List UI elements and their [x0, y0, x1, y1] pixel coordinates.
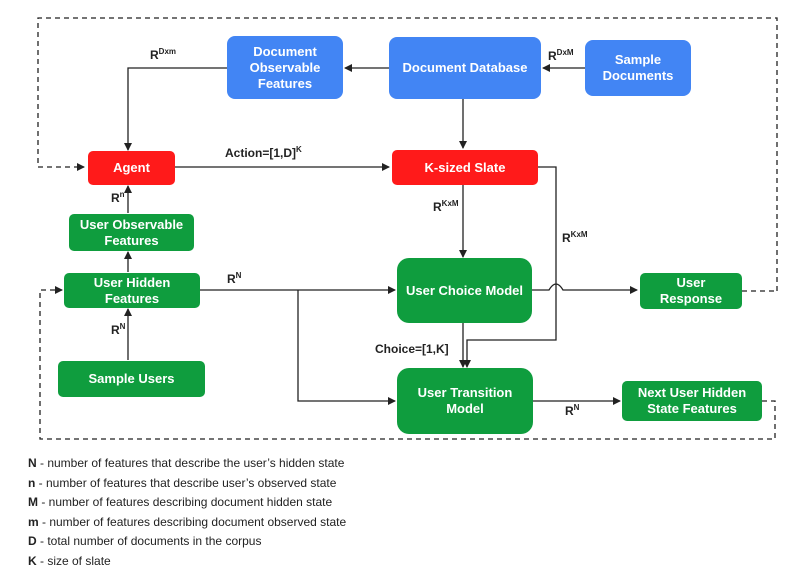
label-r-dxm-lower: RDxm: [150, 47, 177, 63]
user-choice-model-box: User Choice Model: [397, 258, 532, 323]
legend-item: M - number of features describing docume…: [28, 495, 333, 509]
legend-item: n - number of features that describe use…: [28, 475, 337, 490]
label-r-dxm-upper: RDxM: [548, 48, 574, 64]
legend-item: m - number of features describing docume…: [28, 514, 347, 529]
k-sized-slate-box: K-sized Slate: [392, 150, 538, 185]
agent-box: Agent: [88, 151, 175, 185]
user-observable-features-box: User Observable Features: [69, 214, 194, 251]
arrow-observable-to-agent: [124, 67, 227, 151]
arrow-hidden-to-transition: [297, 290, 396, 405]
arrow-slate-to-transition-side: [463, 166, 557, 368]
user-transition-model-box: User Transition Model: [397, 368, 533, 434]
legend-item: K - size of slate: [28, 553, 111, 568]
arrow-choice-to-response: [532, 283, 638, 294]
label-choice: Choice=[1,K]: [375, 342, 449, 356]
label-r-kxm-right: RKxM: [562, 230, 588, 246]
dashed-loop-bottom: [39, 286, 776, 440]
legend-item: D - total number of documents in the cor…: [28, 534, 262, 548]
user-response-box: User Response: [640, 273, 742, 309]
label-r-n-users: RN: [111, 322, 126, 338]
label-r-n-lower: Rn: [111, 190, 125, 206]
legend-item: N - number of features that describe the…: [28, 456, 345, 470]
document-observable-features-box: Document Observable Features: [227, 36, 343, 99]
label-r-n-hidden: RN: [227, 271, 242, 287]
next-user-hidden-state-features-box: Next User Hidden State Features: [622, 381, 762, 421]
sample-documents-box: Sample Documents: [585, 40, 691, 96]
label-r-n-transition: RN: [565, 403, 580, 419]
user-hidden-features-box: User Hidden Features: [64, 273, 200, 308]
dashed-loop-top: [37, 17, 778, 291]
label-action: Action=[1,D]K: [225, 145, 302, 161]
label-r-kxm-left: RKxM: [433, 199, 459, 215]
sample-users-box: Sample Users: [58, 361, 205, 397]
legend: N - number of features that describe the…: [28, 454, 346, 571]
document-database-box: Document Database: [389, 37, 541, 99]
